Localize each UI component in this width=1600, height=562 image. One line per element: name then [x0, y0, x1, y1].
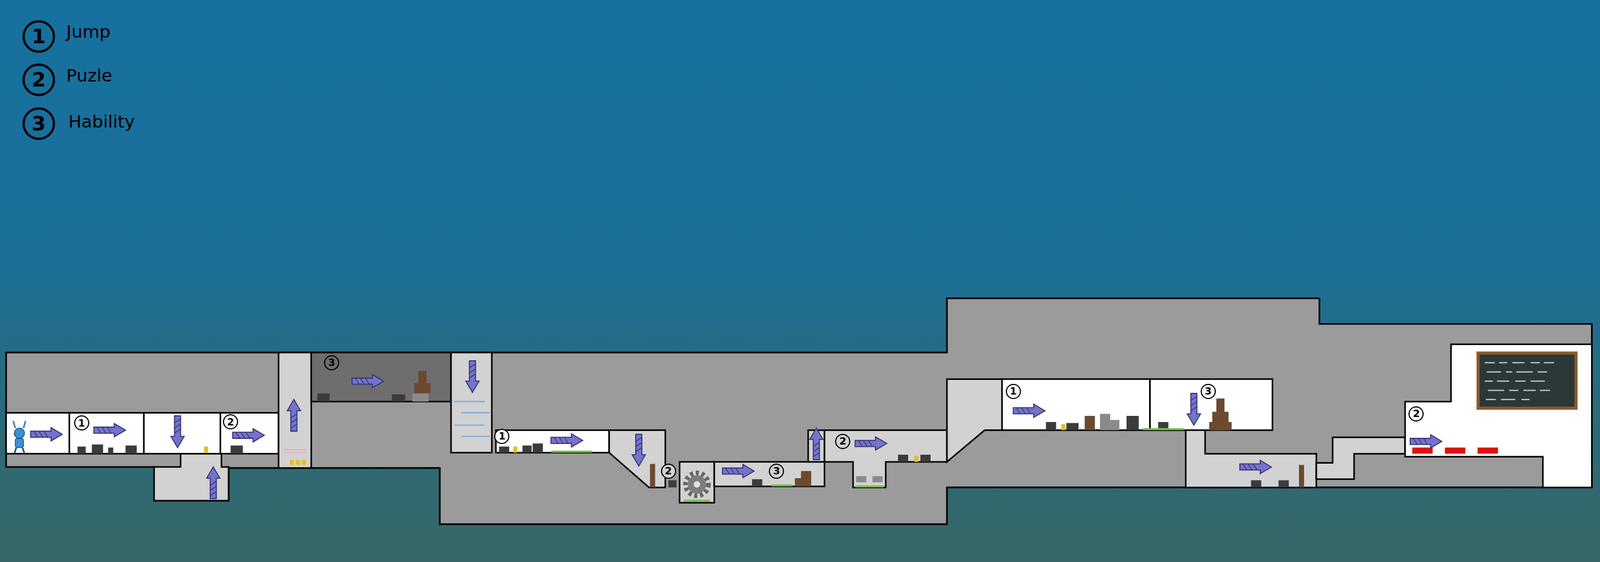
legend-text: Puzle [66, 65, 113, 85]
callout-number: 3 [22, 107, 56, 140]
legend-text: Hability [68, 111, 135, 131]
callout-number: 2 [22, 63, 56, 97]
callout-number: 2 [835, 433, 851, 449]
callout-number: 1 [22, 20, 56, 53]
legend-text: Jump [66, 21, 111, 41]
callout-number: 3 [324, 354, 340, 371]
callout-number: 2 [1408, 406, 1424, 422]
callout-number: 2 [222, 413, 239, 430]
callout-number: 1 [74, 415, 90, 431]
player-character [13, 420, 26, 454]
callout-number: 1 [1005, 383, 1021, 399]
callout-number: 1 [494, 428, 510, 444]
callout-number: 3 [1200, 383, 1216, 399]
callout-number: 3 [768, 463, 784, 479]
callout-number: 2 [661, 463, 677, 479]
level-hull [6, 298, 1593, 524]
